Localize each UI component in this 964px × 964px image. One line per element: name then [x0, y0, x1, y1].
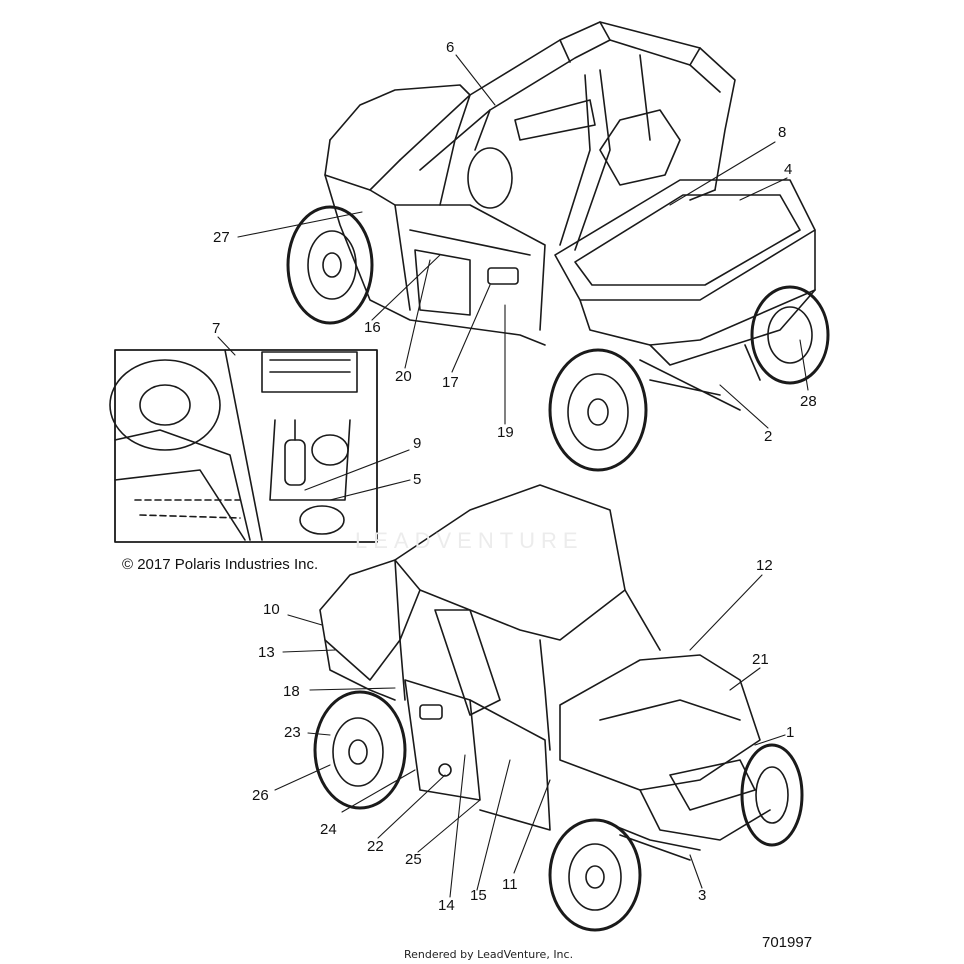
callout-14: 14	[438, 897, 455, 914]
callout-26: 26	[252, 787, 269, 804]
top-front-left-wheel	[286, 205, 374, 325]
callout-18: 18	[283, 683, 300, 700]
top-rear-right-wheel	[750, 285, 830, 385]
bottom-rear-left-wheel	[313, 690, 407, 810]
callout-3: 3	[698, 887, 707, 904]
callout-4: 4	[784, 161, 793, 178]
leader-lines	[217, 54, 809, 898]
callout-28: 28	[800, 393, 817, 410]
callout-16: 16	[364, 319, 381, 336]
callout-20: 20	[395, 368, 412, 385]
callout-10: 10	[263, 601, 280, 618]
callout-15: 15	[470, 887, 487, 904]
part-number: 701997	[762, 934, 813, 951]
callout-12: 12	[756, 557, 773, 574]
callout-21: 21	[752, 651, 769, 668]
copyright-text: © 2017 Polaris Industries Inc.	[122, 556, 319, 573]
callout-22: 22	[367, 838, 384, 855]
top-rear-left-wheel	[548, 348, 648, 472]
callout-2: 2	[764, 428, 773, 445]
interior-inset	[109, 349, 378, 543]
callout-7: 7	[212, 320, 221, 337]
rendered-by-text: Rendered by LeadVenture, Inc.	[404, 948, 574, 961]
bottom-vehicle	[313, 484, 804, 932]
callout-24: 24	[320, 821, 337, 838]
callout-19: 19	[497, 424, 514, 441]
callout-17: 17	[442, 374, 459, 391]
callout-5: 5	[413, 471, 422, 488]
bottom-front-left-wheel	[548, 818, 642, 932]
callout-11: 11	[502, 876, 518, 893]
watermark-text: LEADVENTURE	[355, 528, 584, 553]
callout-1: 1	[786, 724, 795, 741]
callout-25: 25	[405, 851, 422, 868]
bottom-front-right-wheel	[740, 743, 804, 847]
callout-9: 9	[413, 435, 422, 452]
top-vehicle	[286, 21, 830, 472]
callout-8: 8	[778, 124, 787, 141]
callout-27: 27	[213, 229, 230, 246]
callout-6: 6	[446, 39, 455, 56]
callout-23: 23	[284, 724, 301, 741]
callout-13: 13	[258, 644, 275, 661]
